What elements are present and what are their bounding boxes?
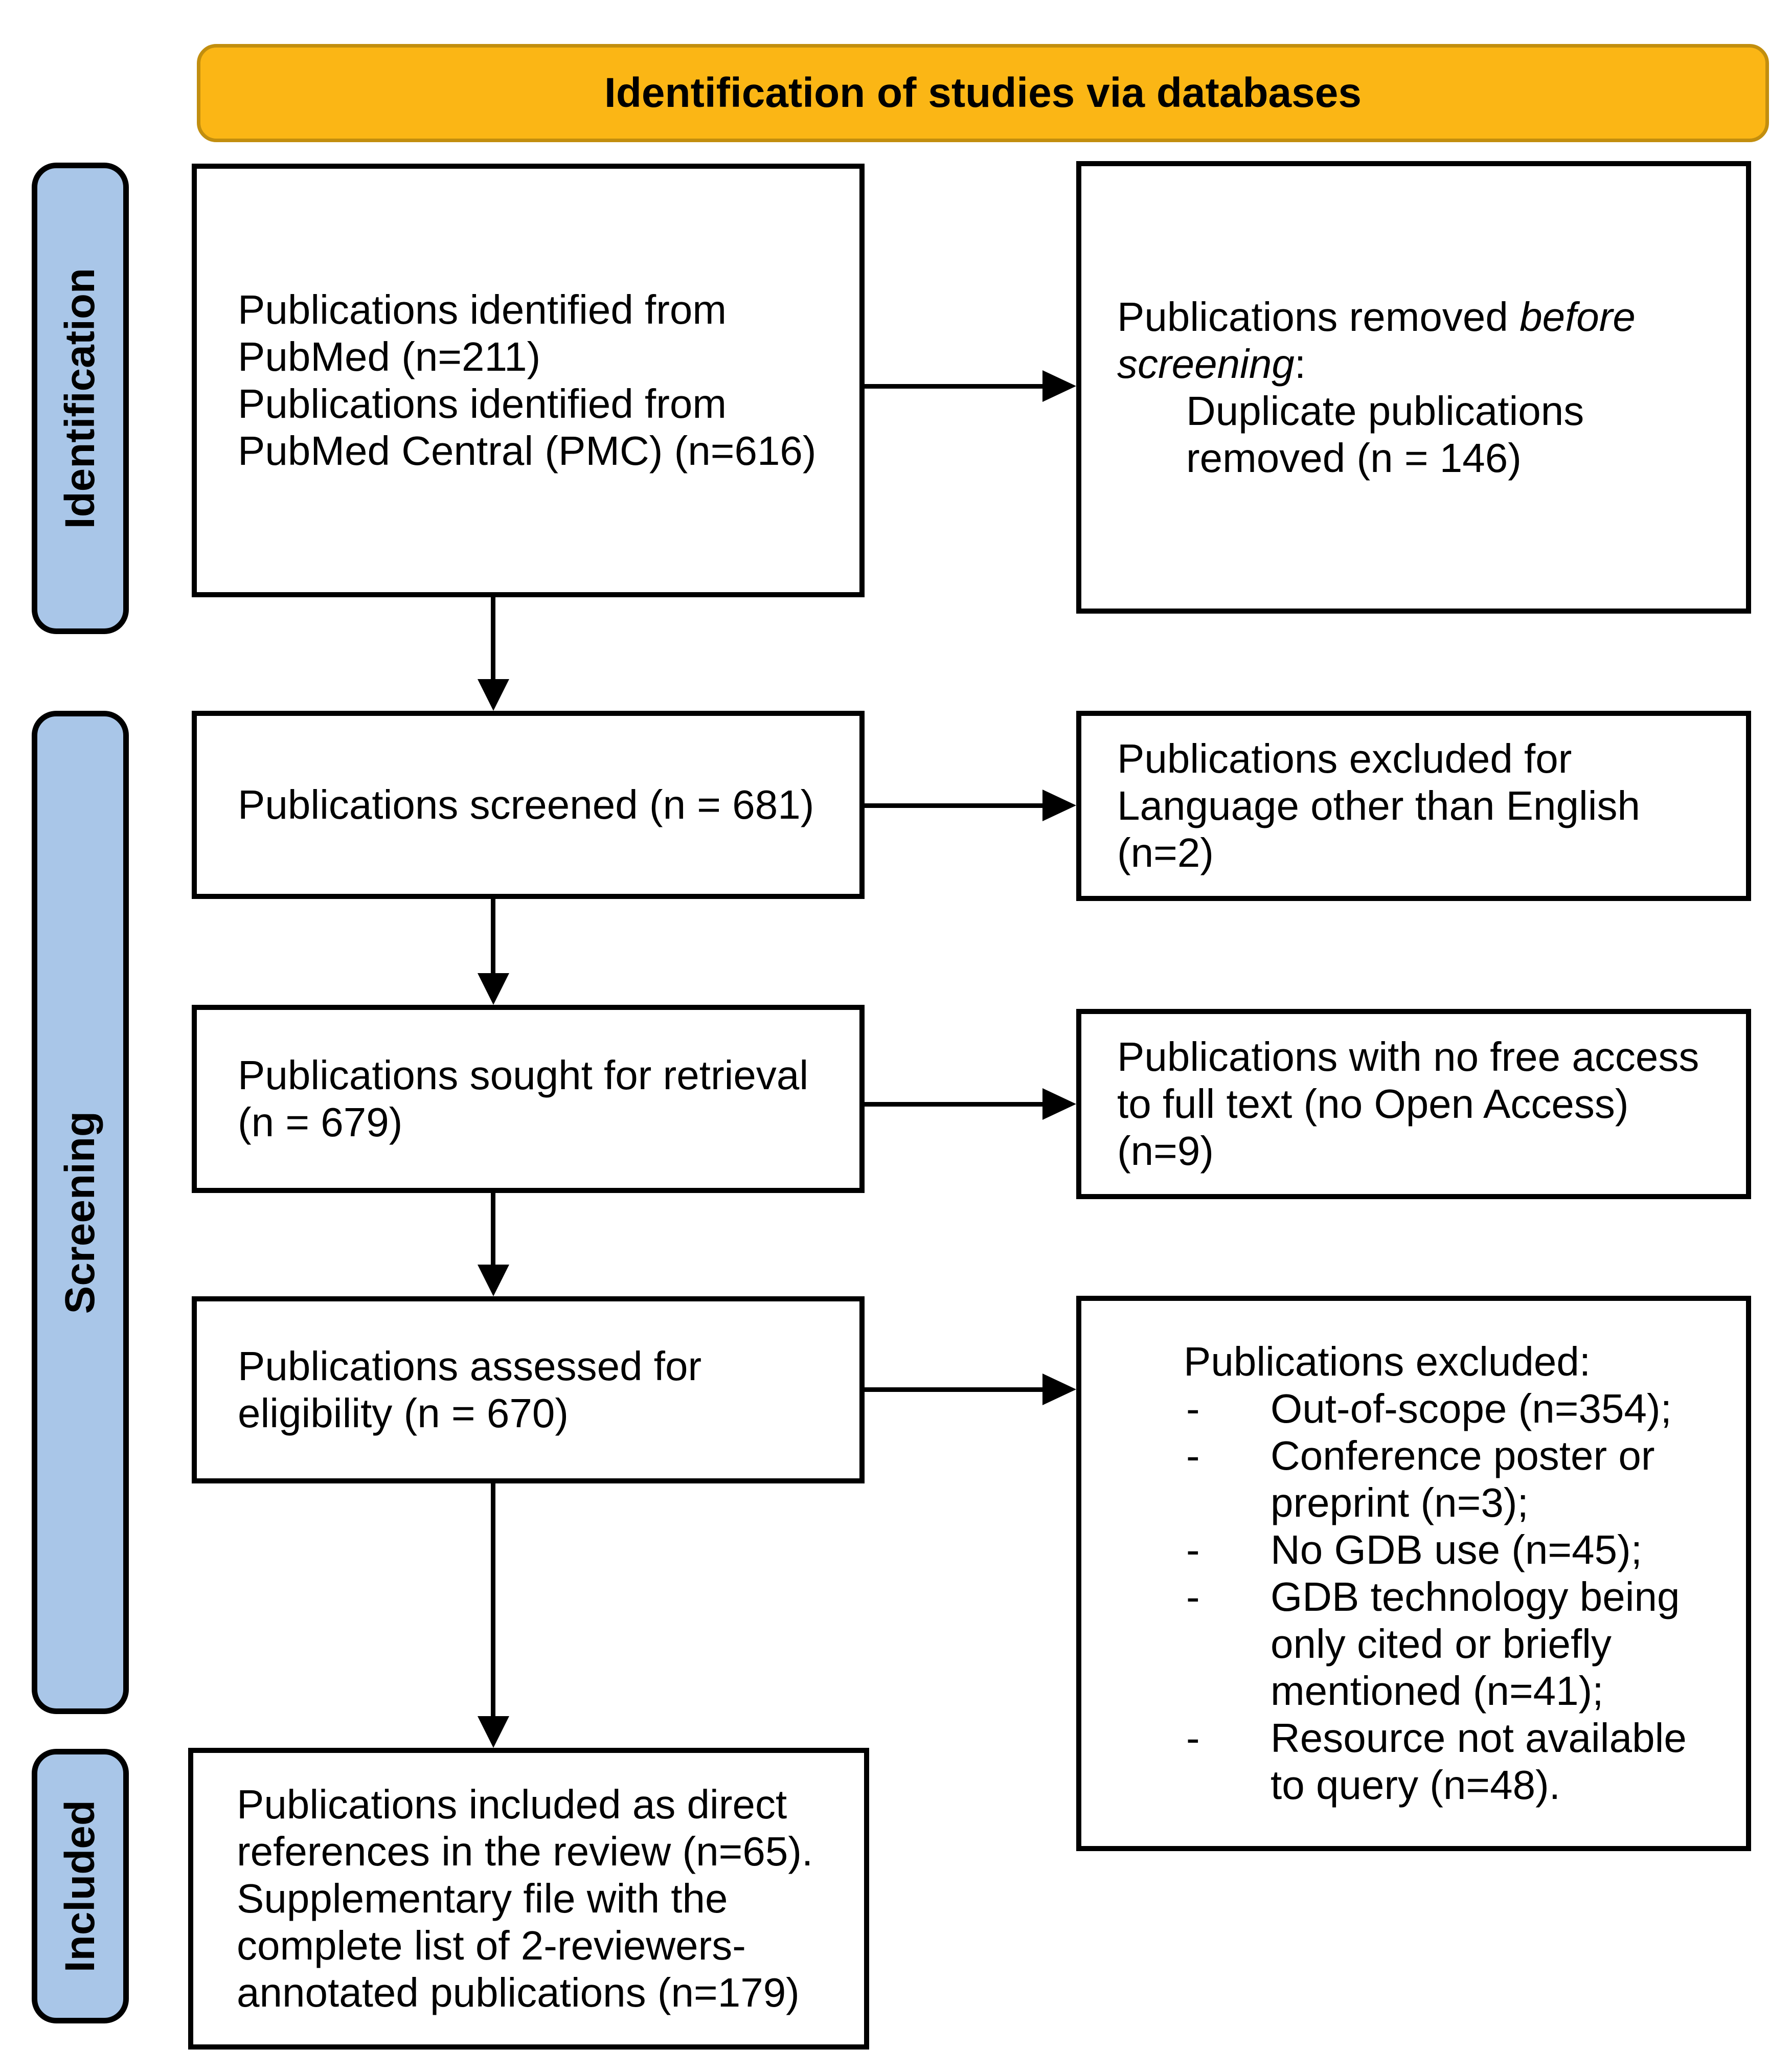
- box-text-line: PubMed Central (PMC) (n=616): [238, 428, 816, 474]
- excluded-item-text: GDB technology being only cited or brief…: [1271, 1574, 1680, 1714]
- box-text-line: references in the review (n=65).: [237, 1829, 813, 1874]
- box-text-line: PubMed (n=211): [238, 334, 541, 379]
- box-text-line: annotated publications (n=179): [237, 1970, 800, 2015]
- italic-text: before: [1519, 294, 1636, 340]
- italic-text: screening: [1117, 341, 1295, 387]
- excluded-item: - No GDB use (n=45);: [1081, 1526, 1746, 1573]
- excluded-item: - Out-of-scope (n=354);: [1081, 1385, 1746, 1432]
- diagram-title: Identification of studies via databases: [604, 70, 1362, 116]
- arrow-identified-to-removed-line: [865, 384, 1044, 389]
- stage-included: Included: [32, 1749, 129, 2023]
- box-publications-excluded: Publications excluded: - Out-of-scope (n=…: [1076, 1296, 1751, 1851]
- box-text-line: Publications included as direct: [237, 1782, 787, 1827]
- box-text-line: Supplementary file with the: [237, 1876, 728, 1921]
- arrow-screened-to-sought-head-icon: [478, 973, 509, 1005]
- arrow-assessed-to-included-head-icon: [478, 1716, 509, 1748]
- arrow-sought-to-no-access-line: [865, 1102, 1044, 1107]
- stage-identification-label: Identification: [57, 267, 103, 529]
- arrow-assessed-to-excluded-line: [865, 1387, 1044, 1392]
- box-text-line: Publications screened (n = 681): [238, 782, 814, 827]
- bullet-dash: -: [1186, 1715, 1200, 1761]
- bullet-dash: -: [1186, 1433, 1200, 1478]
- arrow-screened-to-excluded-language-line: [865, 803, 1044, 808]
- excluded-items: - Out-of-scope (n=354); - Conference poster…: [1081, 1385, 1746, 1809]
- excluded-item-text: Resource not available to query (n=48).: [1271, 1715, 1687, 1808]
- text: Publications removed: [1117, 294, 1520, 340]
- box-text-line: Publications identified from: [238, 381, 727, 426]
- arrow-identified-to-screened-head-icon: [478, 679, 509, 711]
- bullet-dash: -: [1186, 1574, 1200, 1619]
- box-text-line: Publications with no free access: [1117, 1034, 1699, 1079]
- stage-screening-label: Screening: [57, 1111, 103, 1314]
- arrow-identified-to-removed-head-icon: [1042, 370, 1076, 402]
- box-publications-screened: Publications screened (n = 681): [192, 711, 865, 899]
- box-text-line: complete list of 2-reviewers-: [237, 1923, 746, 1968]
- stage-identification: Identification: [32, 163, 129, 634]
- arrow-assessed-to-excluded-head-icon: [1042, 1374, 1076, 1405]
- arrow-sought-to-no-access-head-icon: [1042, 1088, 1076, 1120]
- excluded-item: - GDB technology being only cited or brie…: [1081, 1573, 1746, 1715]
- box-text-line: (n=2): [1117, 830, 1214, 875]
- box-text-line: eligibility (n = 670): [238, 1390, 569, 1436]
- arrow-assessed-to-included-line: [491, 1483, 495, 1717]
- box-text-line: Duplicate publications: [1117, 388, 1746, 435]
- box-text-line: Publications sought for retrieval: [238, 1052, 809, 1098]
- text: Duplicate publications: [1186, 388, 1584, 434]
- arrow-sought-to-assessed-line: [491, 1193, 495, 1266]
- box-text-line: screening:: [1117, 341, 1746, 388]
- bullet-dash: -: [1186, 1527, 1200, 1572]
- box-text-line: Publications removed before: [1117, 294, 1746, 341]
- bullet-dash: -: [1186, 1386, 1200, 1431]
- arrow-screened-to-sought-line: [491, 899, 495, 974]
- stage-included-label: Included: [57, 1799, 103, 1973]
- arrow-sought-to-assessed-head-icon: [478, 1265, 509, 1296]
- excluded-item-text: No GDB use (n=45);: [1271, 1527, 1642, 1572]
- box-text-line: Publications identified from: [238, 287, 727, 332]
- box-text-line: (n = 679): [238, 1099, 403, 1145]
- excluded-item-text: Conference poster or preprint (n=3);: [1271, 1433, 1655, 1525]
- box-text-line: Publications excluded for: [1117, 736, 1572, 781]
- box-text-line: Language other than English: [1117, 783, 1641, 828]
- box-text-line: removed (n = 146): [1117, 435, 1746, 482]
- box-publications-sought-retrieval: Publications sought for retrieval(n = 67…: [192, 1005, 865, 1193]
- excluded-header: Publications excluded:: [1184, 1339, 1591, 1384]
- text: removed (n = 146): [1186, 435, 1522, 481]
- excluded-item-text: Out-of-scope (n=354);: [1271, 1386, 1672, 1431]
- stage-screening: Screening: [32, 711, 129, 1714]
- box-text-line: to full text (no Open Access): [1117, 1081, 1629, 1127]
- arrow-screened-to-excluded-language-head-icon: [1042, 790, 1076, 821]
- excluded-item: - Conference poster or preprint (n=3);: [1081, 1432, 1746, 1526]
- text: :: [1294, 341, 1306, 387]
- title-banner: Identification of studies via databases: [197, 44, 1769, 142]
- box-text-line: (n=9): [1117, 1128, 1214, 1174]
- box-text-line: Publications assessed for: [238, 1343, 702, 1389]
- arrow-identified-to-screened-line: [491, 597, 495, 681]
- excluded-item: - Resource not available to query (n=48).: [1081, 1715, 1746, 1809]
